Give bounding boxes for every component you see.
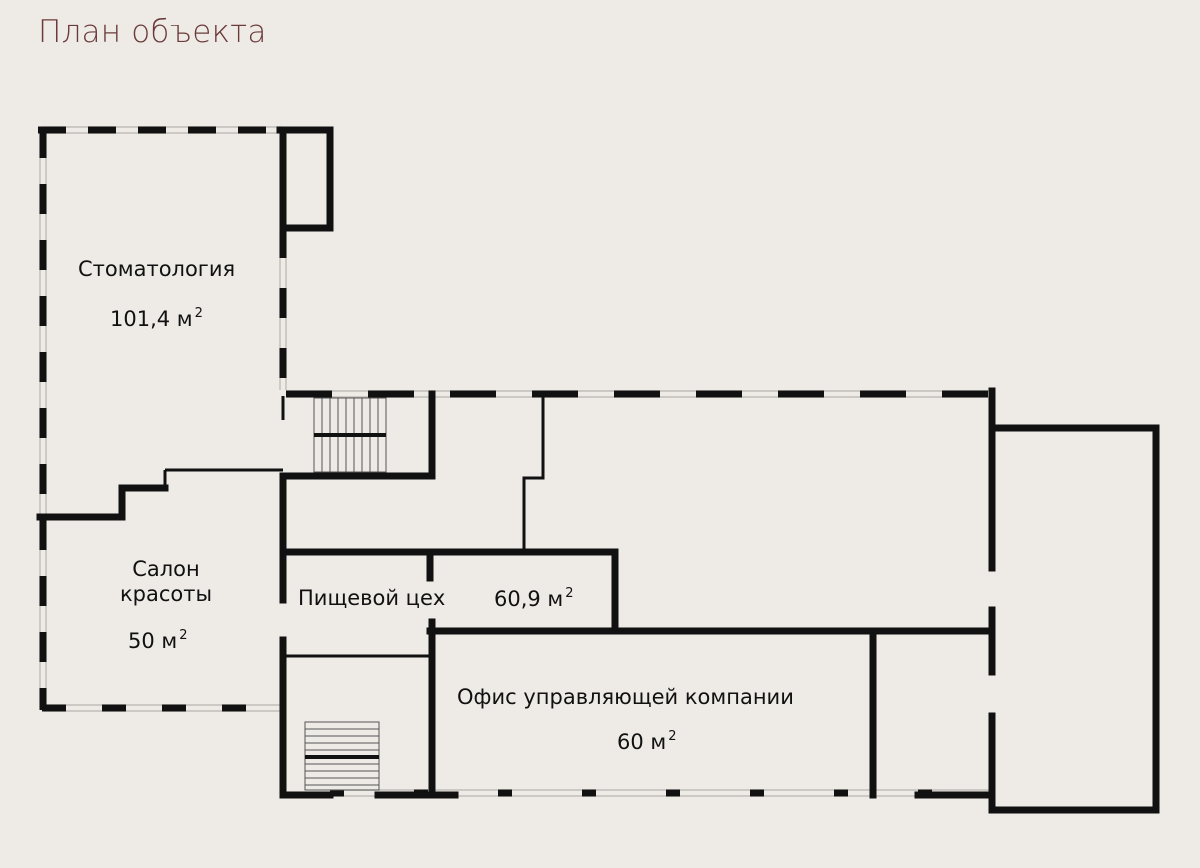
area-unit-power: 2 [668, 729, 677, 744]
food-label: Пищевой цех [298, 586, 446, 610]
walls [36, 126, 1160, 814]
stairs-lower [304, 721, 380, 791]
office-area-value: 60 м [617, 730, 667, 754]
dentistry-label: Стоматология [78, 257, 236, 281]
wall [279, 548, 619, 632]
stairs-upper [313, 397, 387, 473]
area-unit-power: 2 [565, 586, 574, 601]
food-area-value: 60,9 м [494, 587, 564, 611]
wall [276, 126, 334, 232]
dentistry-area-value: 101,4 м [110, 307, 193, 331]
window-frames [38, 126, 992, 797]
office-label: Офис управляющей компании [457, 685, 794, 709]
area-unit-power: 2 [179, 628, 188, 643]
wall [282, 390, 436, 480]
beauty-label-line2: красоты [119, 582, 213, 607]
thin-walls [163, 394, 545, 658]
wall [988, 424, 1160, 814]
page-title: План объекта [38, 14, 267, 50]
beauty-label-line1: Салон [132, 557, 200, 581]
wall [39, 484, 169, 521]
thin-wall [522, 394, 545, 552]
area-unit-power: 2 [194, 306, 203, 321]
beauty-label: Салон красоты [96, 557, 236, 607]
beauty-area-value: 50 м [128, 629, 178, 653]
